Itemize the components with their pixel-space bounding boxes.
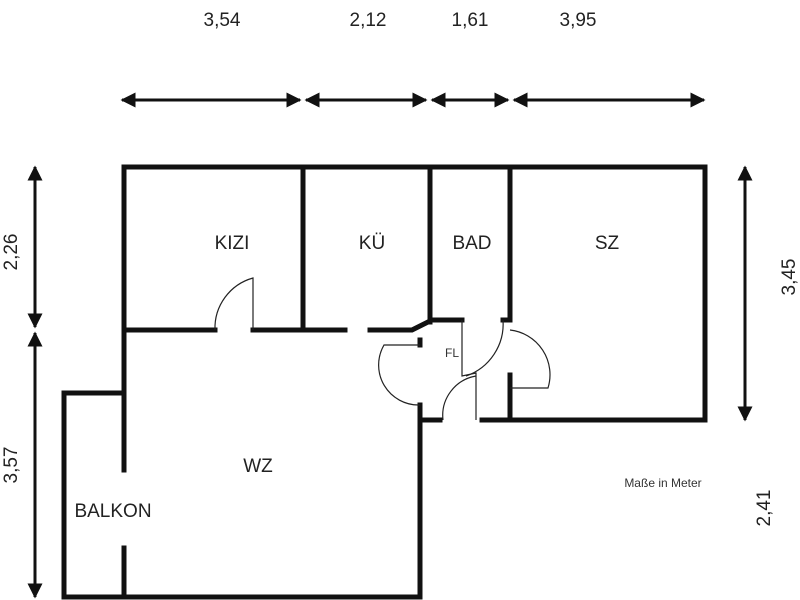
- dim-label-top-4: 3,95: [560, 10, 597, 31]
- doors: [214, 277, 551, 421]
- room-label-kizi: KIZI: [215, 233, 250, 254]
- room-label-wz: WZ: [243, 456, 273, 477]
- dim-label-top-1: 3,54: [204, 10, 241, 31]
- door-bad: [465, 319, 504, 377]
- door-entrance: [442, 375, 477, 421]
- dim-label-right-1: 3,45: [779, 259, 800, 296]
- walls: [61, 164, 708, 600]
- dim-label-left-2: 3,57: [1, 447, 22, 484]
- door-kizi: [214, 277, 254, 331]
- door-sz: [509, 329, 551, 389]
- dim-label-top-3: 1,61: [452, 10, 489, 31]
- door-kue: [378, 344, 421, 406]
- room-label-sz: SZ: [595, 233, 620, 254]
- dim-label-top-2: 2,12: [350, 10, 387, 31]
- dim-label-left-1: 2,26: [1, 234, 22, 271]
- room-label-balkon: BALKON: [74, 501, 151, 522]
- dim-label-right-2: 2,41: [754, 490, 775, 527]
- units-note: Maße in Meter: [624, 476, 701, 490]
- room-label-kue: KÜ: [359, 233, 385, 254]
- room-label-bad: BAD: [452, 233, 491, 254]
- fl-inner-wall: [461, 320, 477, 420]
- room-label-fl: FL: [445, 346, 459, 360]
- dimension-arrows: [27, 92, 753, 599]
